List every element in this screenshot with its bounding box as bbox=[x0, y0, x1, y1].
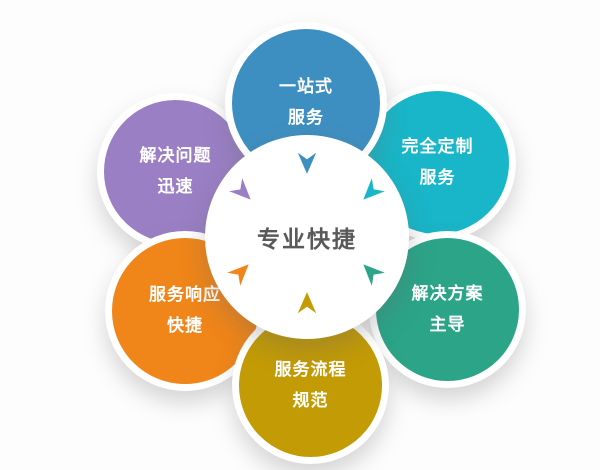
center-label: 专业快捷 bbox=[257, 227, 357, 253]
petal-label-line: 一站式 bbox=[279, 77, 333, 97]
petal-label-line: 完全定制 bbox=[401, 136, 474, 157]
petal-label-line: 服务响应 bbox=[149, 285, 221, 305]
petal-label-line: 解决方案 bbox=[411, 283, 484, 304]
arrow-up-right-icon bbox=[223, 254, 260, 291]
petal-label-line: 快捷 bbox=[167, 316, 203, 336]
petal-label-line: 服务流程 bbox=[274, 359, 347, 380]
arrow-down-left-icon bbox=[353, 174, 390, 211]
petal-label-line: 迅速 bbox=[157, 176, 194, 197]
petal-label-line: 服务 bbox=[419, 167, 456, 188]
petal-label-line: 服务 bbox=[288, 108, 324, 128]
petal-label-line: 解决问题 bbox=[139, 145, 212, 166]
arrow-up-icon bbox=[294, 290, 320, 316]
petal-label-line: 规范 bbox=[292, 390, 329, 411]
arrow-down-icon bbox=[294, 150, 320, 176]
arrow-down-right-icon bbox=[225, 174, 262, 211]
petal-label-line: 主导 bbox=[429, 314, 466, 335]
arrow-up-left-icon bbox=[353, 254, 390, 291]
